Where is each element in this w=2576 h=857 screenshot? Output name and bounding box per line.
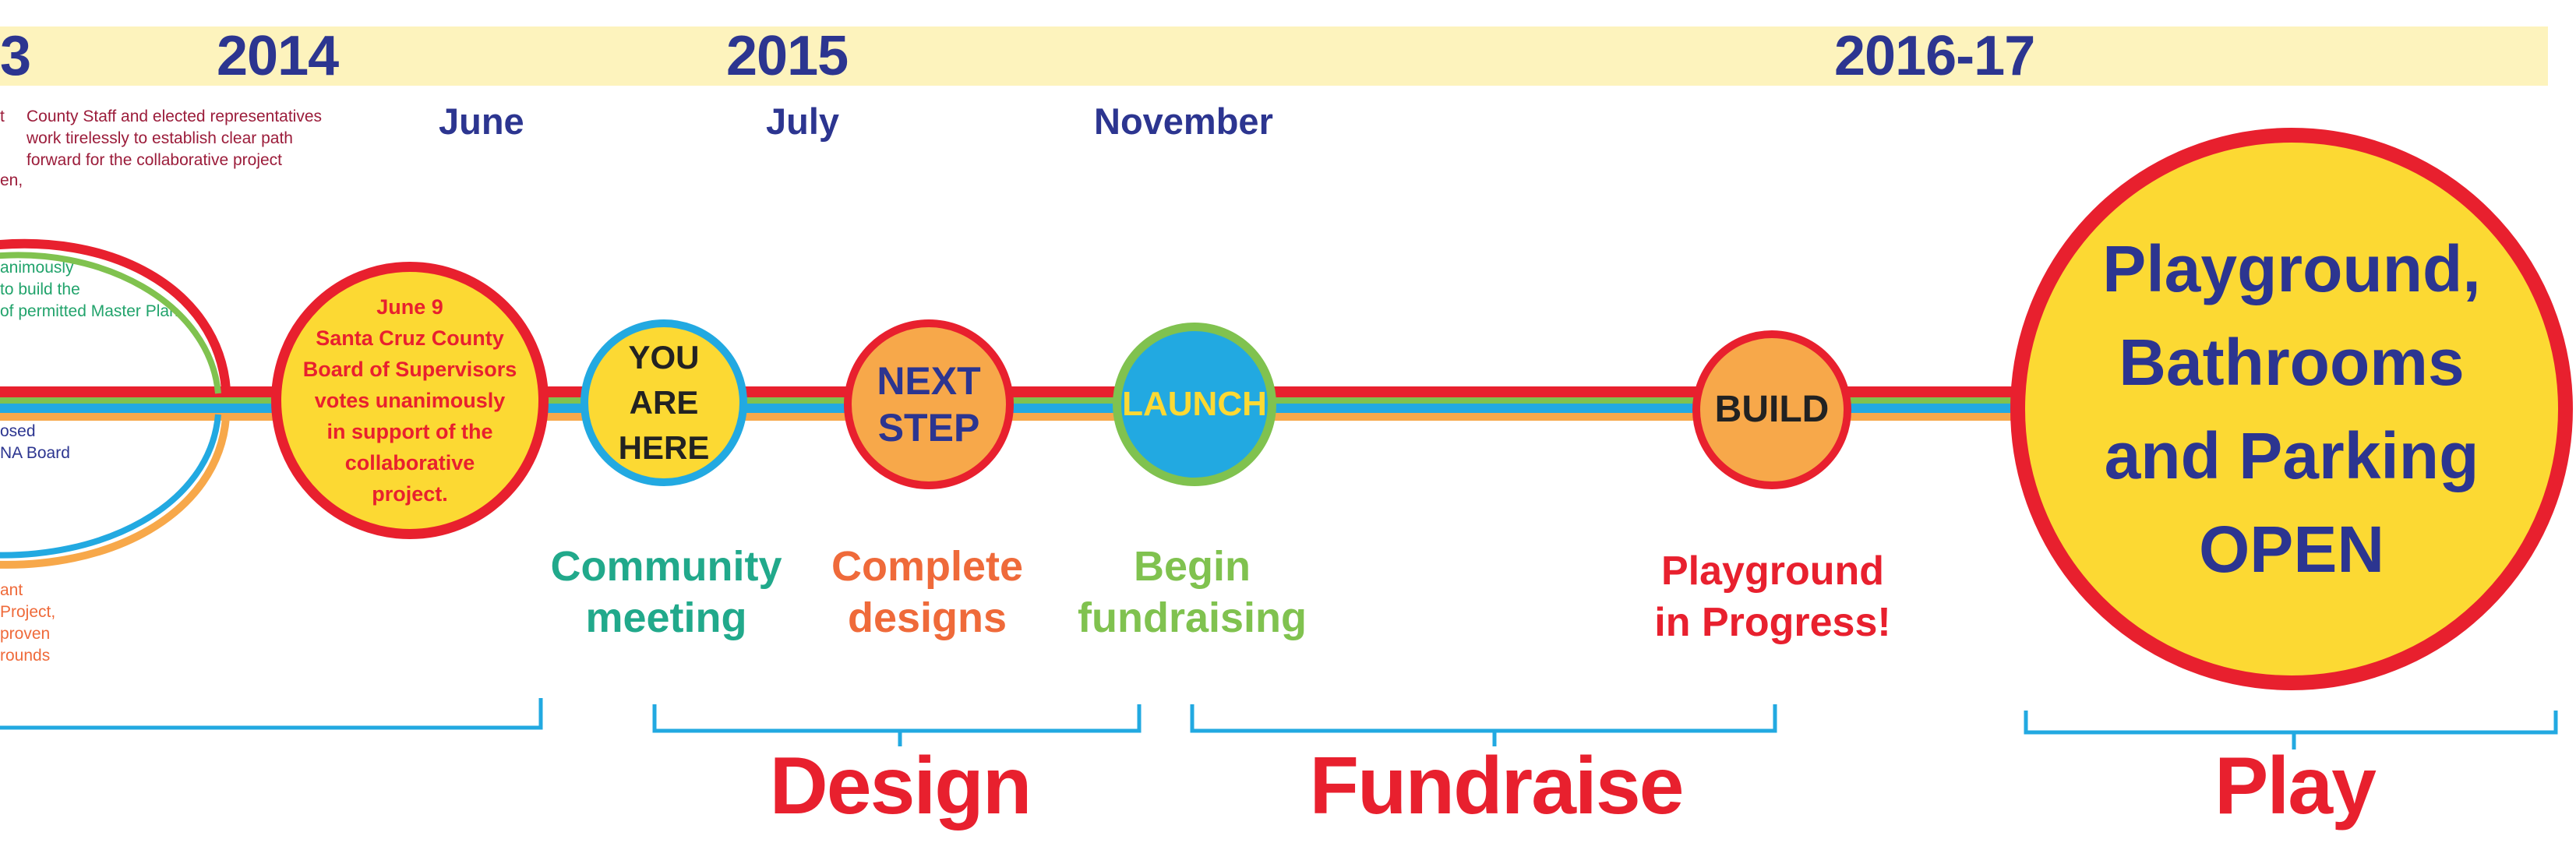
caption-line: designs	[847, 594, 1007, 641]
open-circle: Playground, Bathrooms and Parking OPEN	[2010, 128, 2573, 690]
caption-line: in Progress!	[1654, 600, 1891, 645]
note-orange-line: rounds	[0, 647, 51, 665]
note-orange-line: proven	[0, 625, 51, 643]
caption-community-meeting: Community meeting	[538, 541, 795, 644]
year-2016-17: 2016-17	[1834, 25, 2035, 87]
year-2014: 2014	[217, 25, 339, 87]
note-green-line: animously	[0, 259, 74, 277]
caption-line: fundraising	[1078, 594, 1307, 641]
milestone-june9-line: June 9	[376, 295, 443, 319]
open-line: and Parking	[2104, 419, 2479, 492]
build-circle: BUILD	[1692, 330, 1851, 489]
launch-label: LAUNCH	[1122, 385, 1267, 423]
open-line: OPEN	[2198, 513, 2385, 586]
loop-orange	[0, 417, 230, 569]
note-blue-line: NA Board	[0, 444, 70, 462]
year-band	[0, 26, 2548, 86]
note-fragment-top: t	[0, 108, 5, 125]
open-line: Bathrooms	[2119, 326, 2465, 399]
note-blue-fragment: osed NA Board	[0, 421, 70, 464]
caption-line: Community	[550, 543, 782, 590]
milestone-june9-line: votes unanimously	[314, 389, 506, 412]
open-line: Playground,	[2102, 232, 2481, 305]
next-step-line: STEP	[877, 406, 980, 450]
caption-line: meeting	[585, 594, 747, 641]
bracket-start	[0, 698, 543, 730]
bracket-play	[2024, 711, 2558, 749]
loop-green	[0, 252, 221, 394]
note-green-line: to build the	[0, 280, 80, 298]
note-green-fragment: animously to build the of permitted Mast…	[0, 257, 178, 323]
caption-line: Begin	[1133, 543, 1251, 590]
you-are-here-line: YOU	[628, 339, 700, 376]
build-label: BUILD	[1714, 389, 1830, 430]
note-orange-line: ant	[0, 581, 23, 599]
phase-fundraise: Fundraise	[1309, 741, 1685, 831]
you-are-here-line: HERE	[618, 429, 710, 466]
bracket-fundraise	[1190, 704, 1777, 746]
caption-line: Playground	[1660, 548, 1885, 594]
phase-play: Play	[2214, 741, 2377, 831]
next-step-circle: NEXT STEP	[844, 319, 1014, 489]
caption-playground-in-progress: Playground in Progress!	[1644, 545, 1901, 648]
milestone-june9-line: in support of the	[326, 420, 493, 443]
note-orange-line: Project,	[0, 603, 56, 621]
milestone-june9-line: project.	[372, 482, 448, 506]
note-orange-fragment: ant Project, proven rounds	[0, 580, 55, 667]
month-june: June	[439, 101, 524, 142]
milestone-june9-line: Santa Cruz County	[316, 326, 504, 350]
loop-blue	[0, 414, 221, 559]
launch-circle: LAUNCH	[1113, 323, 1276, 486]
caption-complete-designs: Complete designs	[803, 541, 1052, 644]
milestone-june9-circle: June 9 Santa Cruz County Board of Superv…	[271, 262, 549, 539]
note-county-staff-line: work tirelessly to establish clear path	[26, 129, 293, 147]
caption-line: Complete	[831, 543, 1024, 590]
caption-begin-fundraising: Begin fundraising	[1067, 541, 1317, 644]
note-county-staff-line: forward for the collaborative project	[26, 151, 282, 169]
timeline-stripe-green	[0, 397, 2034, 404]
milestone-june9-line: collaborative	[344, 451, 475, 474]
year-2015: 2015	[726, 25, 849, 87]
note-county-staff: County Staff and elected representatives…	[26, 106, 322, 171]
bracket-design	[652, 704, 1142, 746]
timeline-stripe-orange	[0, 413, 2034, 421]
year-2013-fragment: 3	[0, 25, 31, 87]
phase-design: Design	[769, 741, 1032, 831]
next-step-line: NEXT	[877, 359, 981, 403]
note-county-staff-line: County Staff and elected representatives	[26, 108, 323, 125]
loop-red	[0, 238, 231, 390]
you-are-here-line: ARE	[629, 384, 699, 421]
note-blue-line: osed	[0, 422, 36, 440]
month-november: November	[1094, 101, 1273, 142]
month-july: July	[766, 101, 840, 142]
milestone-june9-line: Board of Supervisors	[302, 358, 517, 381]
note-green-line: of permitted Master Plan	[0, 302, 178, 320]
you-are-here-circle: YOU ARE HERE	[580, 319, 747, 486]
note-fragment-top-2: en,	[0, 171, 23, 189]
